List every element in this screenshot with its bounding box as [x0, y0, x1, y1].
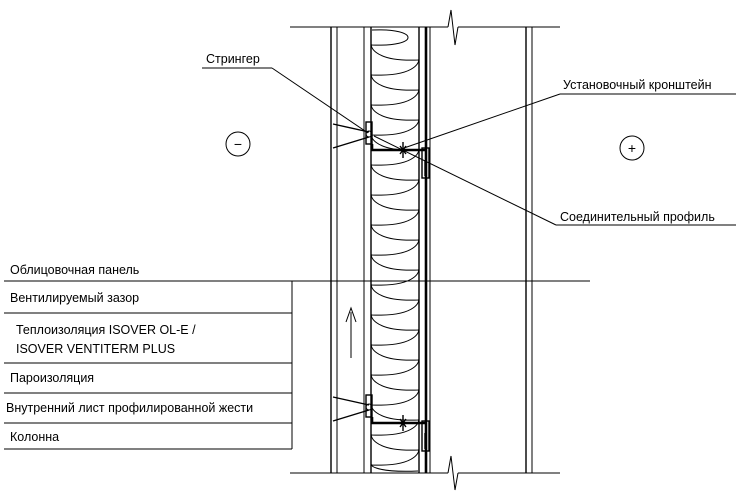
stringer-lower [332, 394, 373, 422]
insulation-pattern [370, 29, 420, 472]
callout-connector: Соединительный профиль [373, 135, 736, 226]
connector-profile-lower [370, 415, 426, 431]
insulation-hatch [370, 29, 420, 472]
stringer-upper [332, 121, 373, 149]
legend-item-insulation-2: ISOVER VENTITERM PLUS [16, 342, 175, 356]
legend-item-ventilated-gap: Вентилируемый зазор [10, 291, 139, 305]
label-bracket: Установочный кронштейн [563, 78, 712, 92]
legend-item-insulation-1: Теплоизоляция ISOVER OL-E / [16, 323, 196, 337]
svg-text:+: + [628, 140, 636, 156]
outside-zone-sign: − [225, 131, 251, 157]
bracket-lower [421, 420, 430, 452]
legend: Облицовочная панель Вентилируемый зазор … [4, 263, 590, 450]
airflow-arrow [345, 306, 357, 358]
legend-item-vapour-barrier: Пароизоляция [10, 371, 94, 385]
legend-item-cladding: Облицовочная панель [10, 263, 139, 277]
legend-item-inner-sheet: Внутренний лист профилированной жести [6, 401, 253, 415]
insulation-layer [370, 27, 420, 473]
cladding-panel [330, 27, 338, 473]
legend-item-column: Колонна [10, 430, 59, 444]
callout-bracket: Установочный кронштейн [403, 78, 736, 149]
callout-stringer: Стрингер [202, 52, 369, 134]
svg-text:−: − [234, 136, 242, 152]
inside-zone-sign: + [619, 135, 645, 161]
label-stringer: Стрингер [206, 52, 260, 66]
column-lines [429, 27, 533, 473]
label-connector-profile: Соединительный профиль [560, 210, 715, 224]
section-break-lines [290, 9, 560, 491]
